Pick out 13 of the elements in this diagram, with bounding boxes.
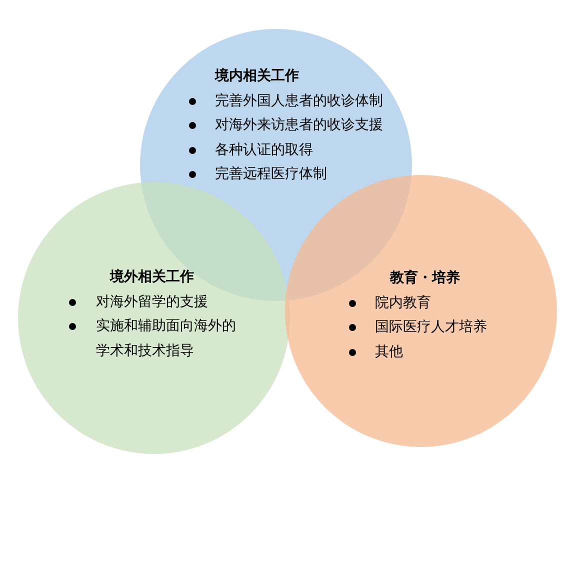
list-item-text: 院内教育 <box>375 294 431 312</box>
list-item-text: 对海外留学的支援 <box>96 292 208 312</box>
list-item-text: 各种认证的取得 <box>215 140 313 160</box>
list-item-text: 国际医疗人才培养 <box>375 318 487 337</box>
list-item-text: 完善外国人患者的收诊体制 <box>215 92 383 110</box>
list-item-text: 对海外来访患者的收诊支援 <box>215 116 383 135</box>
circle-heading: 境内相关工作 <box>215 66 299 86</box>
circle-heading: 教育・培养 <box>390 268 460 288</box>
circle-heading: 境外相关工作 <box>110 268 194 287</box>
list-item-text: 其他 <box>375 342 403 362</box>
list-item-text: 实施和辅助面向海外的学术和技术指导 <box>96 317 237 360</box>
list-item-text: 完善远程医疗体制 <box>215 165 327 184</box>
venn-circle <box>18 182 290 454</box>
